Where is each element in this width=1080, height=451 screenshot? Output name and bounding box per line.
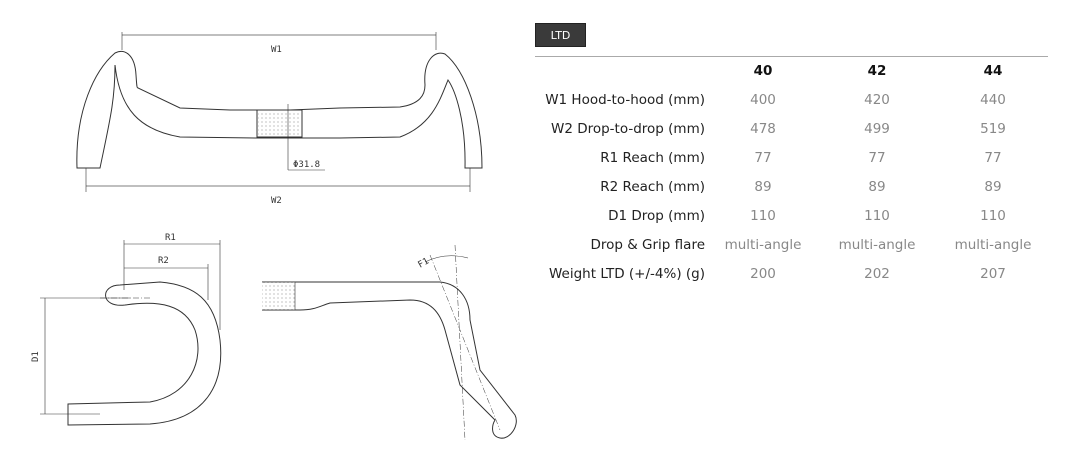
table-row: Drop & Grip flare multi-angle multi-angl… xyxy=(535,237,1055,259)
cell: 499 xyxy=(864,121,890,137)
cell: 110 xyxy=(980,208,1006,224)
cell: 77 xyxy=(868,150,886,166)
column-header: 44 xyxy=(983,63,1003,79)
row-label: W2 Drop-to-drop (mm) xyxy=(550,121,705,137)
row-label: D1 Drop (mm) xyxy=(608,208,705,224)
w1-label: W1 xyxy=(271,45,282,55)
row-label: W1 Hood-to-hood (mm) xyxy=(545,92,705,108)
tab-ltd-label: LTD xyxy=(550,28,571,42)
cell: multi-angle xyxy=(838,237,916,253)
cell: 207 xyxy=(980,266,1006,282)
row-label: Weight LTD (+/-4%) (g) xyxy=(549,266,705,282)
cell: 200 xyxy=(750,266,776,282)
side-view: R1 R2 D1 xyxy=(31,233,222,426)
table-row: D1 Drop (mm) 110 110 110 xyxy=(535,208,1055,230)
table-row: R2 Reach (mm) 89 89 89 xyxy=(535,179,1055,201)
cell: 519 xyxy=(980,121,1006,137)
front-view: W1 Φ31.8 W2 xyxy=(76,32,483,206)
table-row: W2 Drop-to-drop (mm) 478 499 519 xyxy=(535,121,1055,143)
flare-view: F1 xyxy=(262,244,517,441)
table-divider xyxy=(535,56,1048,57)
row-label: R2 Reach (mm) xyxy=(600,179,705,195)
cell: 89 xyxy=(984,179,1002,195)
d1-label: D1 xyxy=(31,351,41,362)
cell: 110 xyxy=(864,208,890,224)
handlebar-technical-drawing: W1 Φ31.8 W2 R1 R2 D1 xyxy=(31,32,517,441)
cell: 77 xyxy=(754,150,772,166)
r2-label: R2 xyxy=(158,256,169,266)
w2-label: W2 xyxy=(271,196,282,206)
clamp-knurl xyxy=(258,111,301,136)
cell: 478 xyxy=(750,121,776,137)
cell: 89 xyxy=(754,179,772,195)
cell: 420 xyxy=(864,92,890,108)
cell: multi-angle xyxy=(954,237,1032,253)
row-label: R1 Reach (mm) xyxy=(600,150,705,166)
cell: 77 xyxy=(984,150,1002,166)
cell: 400 xyxy=(750,92,776,108)
cell: 89 xyxy=(868,179,886,195)
table-row: Weight LTD (+/-4%) (g) 200 202 207 xyxy=(535,266,1055,288)
diameter-label: Φ31.8 xyxy=(293,160,320,170)
cell: 440 xyxy=(980,92,1006,108)
cell: multi-angle xyxy=(724,237,802,253)
cell: 202 xyxy=(864,266,890,282)
column-header: 42 xyxy=(867,63,887,79)
f1-label: F1 xyxy=(417,257,431,271)
table-header-row: 40 42 44 xyxy=(535,63,1055,85)
table-row: R1 Reach (mm) 77 77 77 xyxy=(535,150,1055,172)
row-label: Drop & Grip flare xyxy=(590,237,705,253)
r1-label: R1 xyxy=(165,233,176,243)
table-row: W1 Hood-to-hood (mm) 400 420 440 xyxy=(535,92,1055,114)
cell: 110 xyxy=(750,208,776,224)
tab-ltd[interactable]: LTD xyxy=(535,23,586,47)
column-header: 40 xyxy=(753,63,773,79)
